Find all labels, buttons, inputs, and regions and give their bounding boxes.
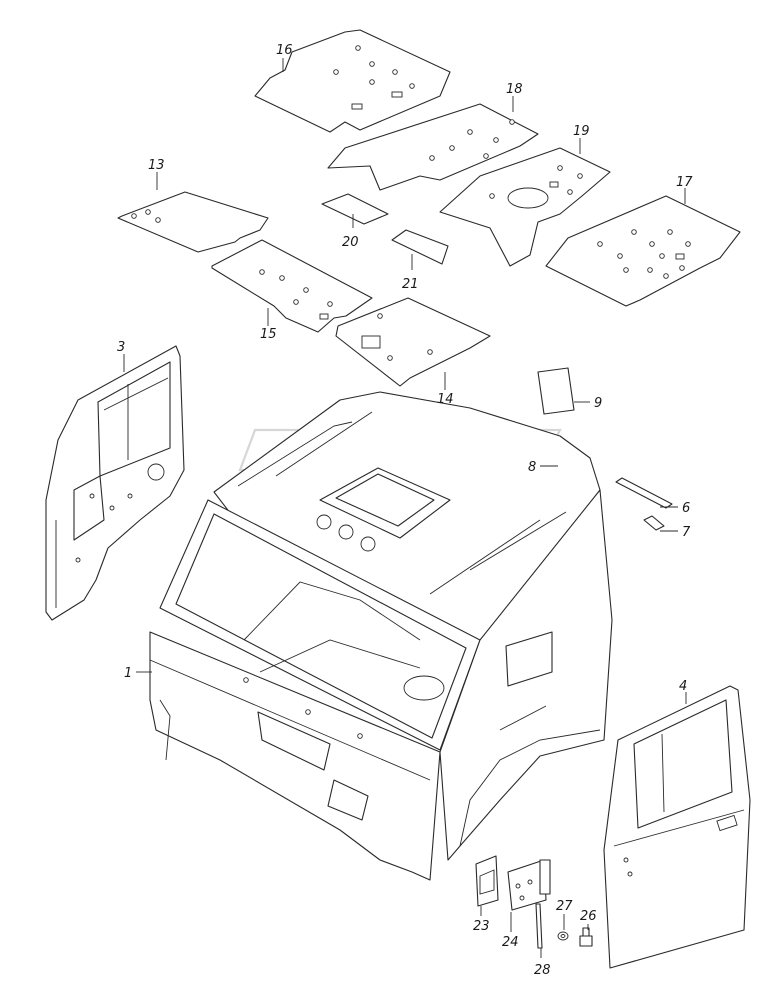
- callout-3: 3: [117, 340, 125, 355]
- callout-27: 27: [556, 899, 573, 914]
- callout-8: 8: [528, 460, 536, 475]
- callout-15: 15: [260, 327, 277, 342]
- strip-6: [615, 477, 673, 509]
- callout-17: 17: [676, 175, 693, 190]
- left-door-3: [45, 345, 185, 621]
- callout-14: 14: [437, 392, 454, 407]
- floor-panel-18: [327, 103, 539, 191]
- callout-7: 7: [682, 525, 691, 540]
- floor-mat-13: [117, 191, 269, 253]
- bolt-26: [579, 927, 593, 947]
- callout-18: 18: [506, 82, 523, 97]
- callout-26: 26: [580, 909, 597, 924]
- callout-4: 4: [679, 679, 687, 694]
- washer-27: [557, 931, 569, 941]
- tunnel-cover-19: [439, 147, 611, 267]
- panel-9: [537, 367, 575, 415]
- right-door-4: [603, 685, 751, 969]
- callout-13: 13: [148, 158, 165, 173]
- callout-23: 23: [473, 919, 490, 934]
- cab-body-1: [149, 391, 613, 881]
- strip-7: [643, 515, 665, 531]
- callout-20: 20: [342, 235, 359, 250]
- pad-21: [391, 229, 449, 265]
- callout-1: 1: [124, 666, 132, 681]
- callouts: 16 18 19 17 13 20 21 15 14 9 8 6 7 3 1 4…: [117, 43, 693, 978]
- callout-21: 21: [402, 277, 419, 292]
- floor-mat-14: [335, 297, 491, 387]
- callout-6: 6: [682, 501, 690, 516]
- pin-28: [535, 903, 543, 949]
- hinge-plate-23: [475, 855, 499, 907]
- floor-mat-15: [211, 239, 373, 333]
- floor-mat-16: [254, 29, 451, 133]
- pad-20: [321, 193, 389, 225]
- floor-mat-17: [545, 195, 741, 307]
- callout-19: 19: [573, 124, 590, 139]
- callout-16: 16: [276, 43, 293, 58]
- leader-lines: [123, 58, 687, 958]
- hinge-24: [507, 859, 551, 911]
- callout-28: 28: [534, 963, 551, 978]
- callout-24: 24: [502, 935, 519, 950]
- callout-9: 9: [594, 396, 602, 411]
